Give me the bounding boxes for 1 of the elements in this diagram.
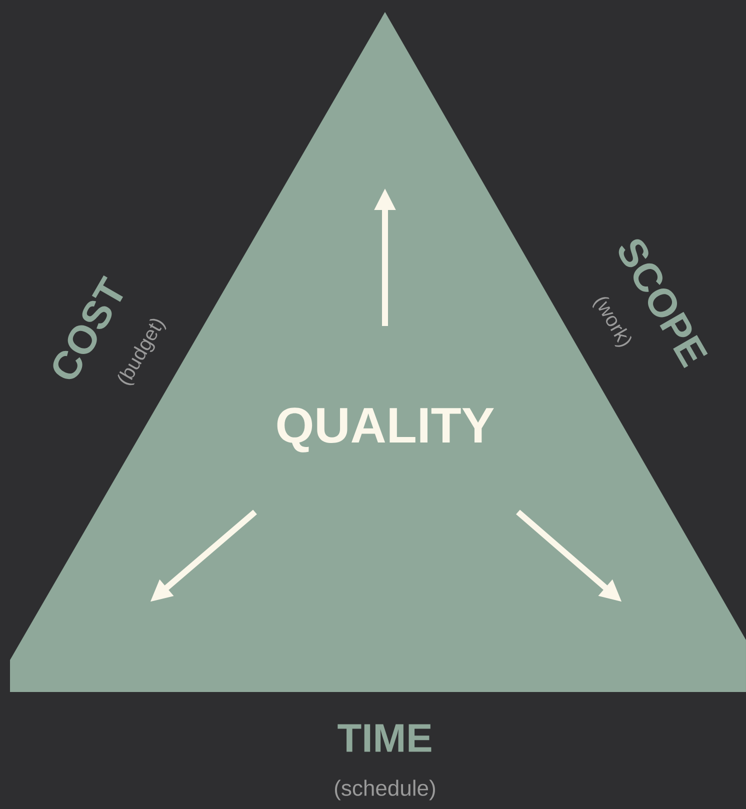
side-note: (schedule) <box>335 780 435 800</box>
